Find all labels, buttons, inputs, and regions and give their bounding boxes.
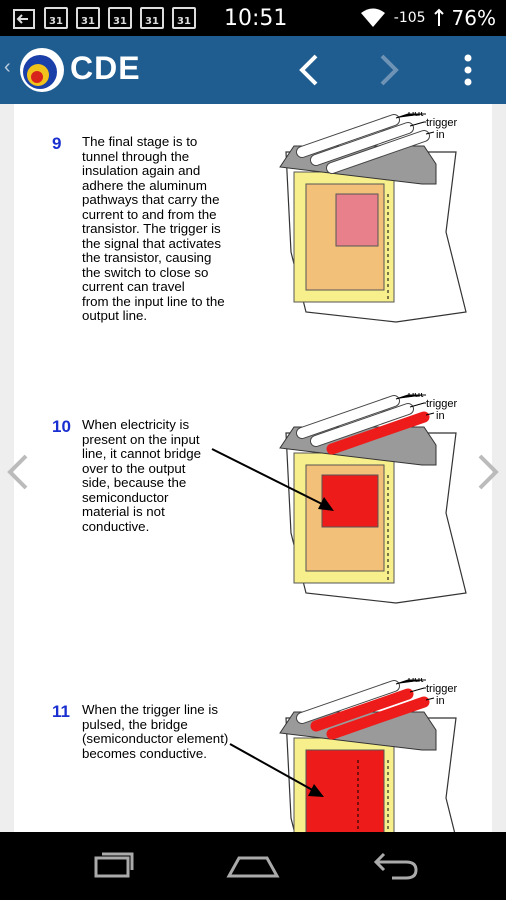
transistor-diagram: out trigger in	[279, 678, 458, 832]
calendar-icon: 31	[108, 7, 132, 29]
app-title: CDE	[70, 50, 141, 86]
step-10: 10 When electricity is present on the in…	[14, 393, 492, 677]
step-number: 10	[52, 417, 71, 436]
notification-icons: 31 31 31 31 31	[12, 7, 196, 29]
up-chevron-icon[interactable]: ‹	[4, 56, 11, 78]
calendar-icon: 31	[172, 7, 196, 29]
recent-apps-icon[interactable]	[82, 848, 142, 884]
cde-logo	[20, 48, 64, 92]
signal-icon	[433, 8, 444, 26]
document-page: 9 The final stage is to tunnel through t…	[14, 104, 492, 832]
wifi-icon	[360, 8, 385, 27]
status-right: -105 76%	[360, 6, 496, 30]
pointer-arrow	[211, 448, 334, 511]
system-nav-bar	[0, 832, 506, 900]
label-trigger: trigger	[426, 398, 458, 410]
transistor-diagram: out trigger in	[279, 393, 467, 604]
label-out: out	[408, 393, 423, 400]
label-in: in	[436, 410, 445, 422]
calendar-icon: 31	[44, 7, 68, 29]
app-bar: ‹ CDE	[0, 36, 506, 104]
step-number: 11	[52, 702, 70, 721]
label-in: in	[436, 695, 445, 707]
step-text: When the trigger line is pulsed, the bri…	[82, 702, 229, 761]
step-text: The final stage is to tunnel through the…	[82, 134, 225, 323]
label-in: in	[436, 129, 445, 141]
overflow-menu-icon[interactable]	[448, 50, 488, 90]
back-icon	[12, 7, 36, 29]
label-out: out	[408, 112, 423, 119]
calendar-icon: 31	[76, 7, 100, 29]
side-previous-arrow-icon[interactable]	[2, 452, 32, 492]
step-text: When electricity is present on the input…	[82, 417, 202, 534]
pointer-arrow	[229, 743, 324, 797]
calendar-icon: 31	[140, 7, 164, 29]
side-next-arrow-icon[interactable]	[474, 452, 504, 492]
transistor-diagram: out trigger in	[279, 112, 467, 323]
clock: 10:51	[224, 6, 288, 31]
step-11: 11 When the trigger line is pulsed, the …	[14, 678, 492, 832]
home-icon[interactable]	[223, 848, 283, 884]
status-bar: 31 31 31 31 31 10:51 -105 76%	[0, 0, 506, 36]
page-viewer[interactable]: 9 The final stage is to tunnel through t…	[0, 104, 506, 832]
battery-level: 76%	[451, 6, 496, 30]
signal-strength: -105	[393, 10, 426, 26]
label-trigger: trigger	[426, 683, 458, 695]
back-nav-icon[interactable]	[364, 848, 424, 884]
step-9: 9 The final stage is to tunnel through t…	[14, 112, 492, 394]
previous-page-button[interactable]	[290, 50, 330, 90]
label-out: out	[408, 678, 423, 685]
label-trigger: trigger	[426, 117, 458, 129]
step-number: 9	[52, 134, 62, 153]
next-page-button[interactable]	[368, 50, 408, 90]
